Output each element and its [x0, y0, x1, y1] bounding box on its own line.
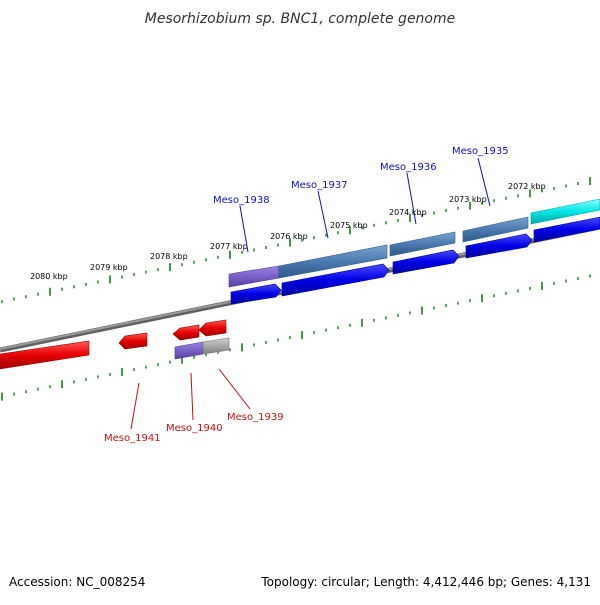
gene-label[interactable]: Meso_1935 — [452, 146, 509, 157]
kbp-label: 2073 kbp — [449, 195, 487, 204]
forward-cds-track — [228, 198, 600, 288]
kbp-label: 2075 kbp — [330, 221, 368, 230]
forward-gene-arrow[interactable] — [465, 233, 533, 259]
kbp-label: 2079 kbp — [90, 263, 128, 272]
gene-label[interactable]: Meso_1936 — [380, 162, 437, 173]
forward-gene-arrow[interactable] — [533, 216, 600, 243]
cds-segment[interactable] — [278, 244, 388, 279]
cds-segment[interactable] — [462, 216, 529, 243]
cds-segment[interactable] — [530, 198, 600, 225]
label-leaders — [130, 157, 491, 430]
forward-gene-arrow[interactable] — [281, 263, 390, 297]
genome-summary-text: Topology: circular; Length: 4,412,446 bp… — [260, 575, 591, 589]
kbp-label: 2076 kbp — [270, 232, 308, 241]
reverse-gene-arrow[interactable] — [0, 340, 90, 370]
kbp-label: 2080 kbp — [30, 272, 68, 281]
reverse-gene-arrow[interactable] — [172, 324, 200, 341]
gene-label[interactable]: Meso_1941 — [104, 433, 161, 444]
forward-gene-arrow[interactable] — [230, 283, 282, 305]
cds-segment[interactable] — [202, 337, 230, 355]
gene-label[interactable]: Meso_1940 — [166, 423, 223, 434]
accession-text: Accession: NC_008254 — [9, 575, 145, 589]
cds-segment[interactable] — [228, 265, 280, 288]
reverse-gene-arrow[interactable] — [198, 319, 227, 337]
cds-segment[interactable] — [174, 341, 204, 360]
upper-tick-track — [1, 177, 591, 304]
kbp-label: 2078 kbp — [150, 252, 188, 261]
map-title: Mesorhizobium sp. BNC1, complete genome — [145, 11, 456, 27]
kbp-label: 2077 kbp — [210, 242, 248, 251]
gene-labels: Meso_1938 Meso_1937 Meso_1936 Meso_1935 … — [104, 146, 509, 444]
gene-label[interactable]: Meso_1939 — [227, 412, 284, 423]
gene-label[interactable]: Meso_1937 — [291, 180, 348, 191]
kbp-label: 2072 kbp — [508, 182, 546, 191]
kbp-labels: 2080 kbp 2079 kbp 2078 kbp 2077 kbp 2076… — [30, 182, 546, 281]
forward-genes — [230, 216, 600, 305]
reverse-gene-arrow[interactable] — [118, 332, 148, 350]
cds-segment[interactable] — [389, 231, 456, 257]
reverse-genes — [0, 319, 227, 370]
gene-label[interactable]: Meso_1938 — [213, 195, 270, 206]
kbp-label: 2074 kbp — [389, 208, 427, 217]
reverse-cds-track — [174, 337, 230, 360]
forward-gene-arrow[interactable] — [392, 249, 460, 275]
